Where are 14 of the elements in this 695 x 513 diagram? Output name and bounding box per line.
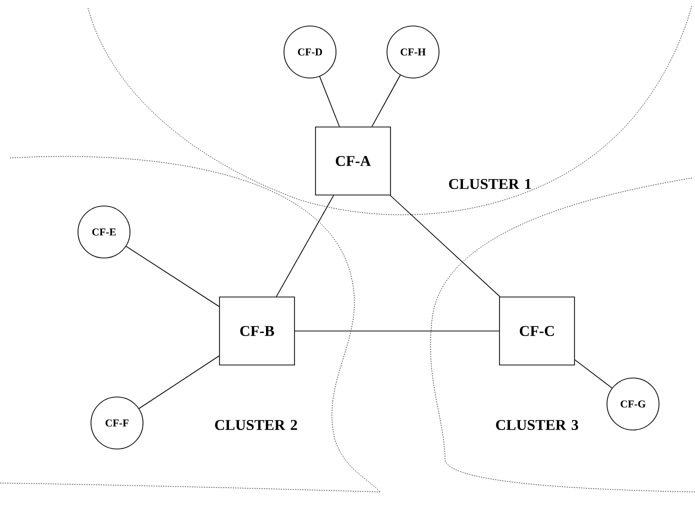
node-box: CF-C [499, 296, 575, 366]
cluster-label: CLUSTER 2 [215, 420, 298, 430]
node-box: CF-A [315, 126, 391, 196]
node-box: CF-B [219, 296, 295, 366]
connector-line [574, 359, 612, 388]
connector-line [138, 356, 220, 409]
connector-line [390, 195, 500, 297]
connector-line [276, 195, 334, 297]
cluster-label: CLUSTER 3 [496, 420, 578, 430]
cluster-label: CLUSTER 1 [449, 178, 531, 190]
connector-line [126, 246, 220, 307]
connector-line [372, 74, 401, 127]
connector-line [319, 76, 340, 127]
connector-line [294, 330, 500, 332]
